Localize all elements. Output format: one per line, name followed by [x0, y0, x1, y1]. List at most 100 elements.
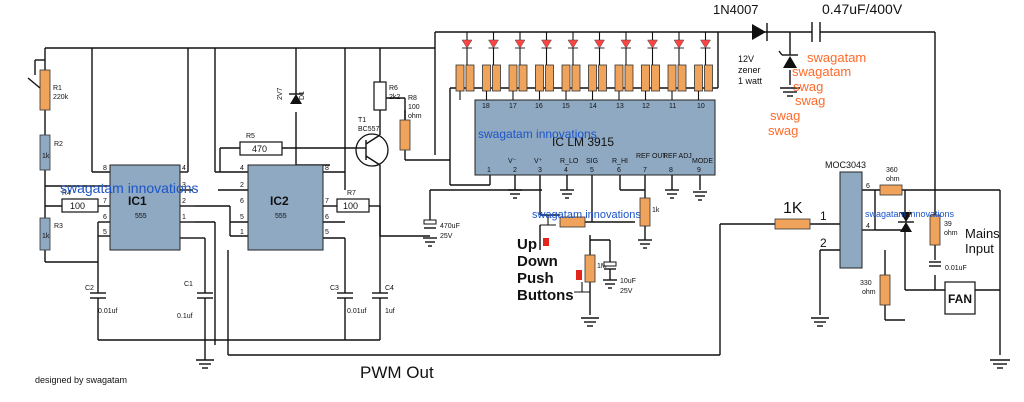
- svg-text:7: 7: [103, 198, 107, 205]
- r6-resistor: [373, 81, 387, 111]
- c1-value: 0.1uf: [177, 313, 193, 320]
- svg-text:4: 4: [182, 165, 186, 172]
- led-resistor: [535, 48, 554, 100]
- led-resistor: [561, 48, 581, 100]
- r8-value: 100: [408, 104, 420, 111]
- zener-12v: [778, 50, 798, 68]
- svg-text:R_HI: R_HI: [612, 158, 628, 165]
- t1-value: BC557: [358, 126, 380, 133]
- r4-label: R4: [62, 190, 71, 197]
- r-39-resistor: [929, 214, 941, 246]
- d1-zener: [289, 80, 303, 104]
- r-1k-resistor: [774, 218, 811, 230]
- svg-text:8: 8: [103, 165, 107, 172]
- svg-text:MODE: MODE: [692, 158, 713, 165]
- watermark-orange-1: swagatam: [807, 50, 866, 65]
- ic1-555: [109, 164, 181, 251]
- svg-text:1: 1: [240, 229, 244, 236]
- watermark-orange-5: swag: [770, 108, 800, 123]
- ic1-sub-label: 555: [135, 213, 147, 220]
- r-39-label: 39: [944, 221, 952, 228]
- svg-text:6: 6: [325, 214, 329, 221]
- c3-value: 0.01uf: [347, 308, 367, 315]
- moc3043-optocoupler: [839, 171, 863, 269]
- cap10-voltage: 25V: [620, 288, 633, 295]
- diode-1n4007: [752, 23, 768, 41]
- svg-text:14: 14: [589, 103, 597, 110]
- r3-label: R3: [54, 223, 63, 230]
- r8-resistor: [399, 119, 411, 151]
- svg-text:3: 3: [538, 167, 542, 174]
- led: [541, 32, 552, 49]
- led: [461, 32, 473, 49]
- r-1k-label: 1K: [783, 200, 803, 217]
- led-resistor-bank: [455, 48, 713, 100]
- r-360-resistor: [879, 184, 903, 196]
- moc-pin-6: 6: [866, 183, 870, 190]
- designed-by-label: designed by swagatam: [35, 375, 127, 385]
- led: [673, 32, 685, 49]
- led: [594, 32, 605, 49]
- lm3915-top-pins: 18 17 16 15 14 13 12 11 10: [482, 103, 705, 110]
- svg-text:6: 6: [617, 167, 621, 174]
- watermark-buttons: swagatam innovations: [532, 209, 641, 221]
- svg-text:5: 5: [240, 214, 244, 221]
- lm3915-bottom-pins: 1 2 3 4 5 6 7 8 9 V⁻ V⁺ R_LO SIG R_HI RE…: [487, 153, 713, 174]
- svg-text:4: 4: [564, 167, 568, 174]
- zener-power: 1 watt: [738, 76, 763, 86]
- svg-text:17: 17: [509, 103, 517, 110]
- c1-label: C1: [184, 281, 193, 288]
- ic3-label: IC LM 3915: [552, 135, 614, 149]
- pot-1m-label: 1M: [597, 263, 607, 270]
- svg-text:5: 5: [103, 229, 107, 236]
- r1-value: 220k: [53, 94, 69, 101]
- led: [488, 32, 499, 49]
- svg-text:R_LO: R_LO: [560, 158, 579, 165]
- led: [700, 32, 711, 49]
- ic-lm3915: [474, 99, 716, 176]
- watermark-orange-4: swag: [795, 93, 825, 108]
- zener-voltage: 12V: [738, 54, 754, 64]
- cap470-voltage: 25V: [440, 233, 453, 240]
- c3-label: C3: [330, 285, 339, 292]
- r4-resistor: [61, 198, 99, 213]
- c2-label: C2: [85, 285, 94, 292]
- cap470-value: 470uF: [440, 223, 460, 230]
- svg-text:11: 11: [669, 103, 676, 110]
- svg-text:13: 13: [616, 103, 624, 110]
- r6-value: 2k2: [389, 94, 400, 101]
- moc-label: MOC3043: [825, 160, 866, 170]
- ic-pin-numbers: 8 7 6 5 4 3 2 1 4 2 6 5 1 8 7 6 5: [103, 165, 329, 236]
- fan-label: FAN: [948, 292, 972, 306]
- watermark-orange-3: swag: [793, 79, 823, 94]
- r3-value: 1k: [42, 233, 50, 240]
- r-330-label: 330: [860, 280, 872, 287]
- t1-label: T1: [358, 117, 366, 124]
- svg-text:3: 3: [182, 182, 186, 189]
- buttons-label-push: Push: [517, 270, 554, 287]
- led-resistor: [614, 48, 634, 100]
- moc-pin-2: 2: [820, 236, 827, 250]
- r8-unit: ohm: [408, 113, 422, 120]
- t1-transistor: [355, 133, 389, 167]
- c4-value: 1uf: [385, 308, 395, 315]
- r-360-unit: ohm: [886, 176, 900, 183]
- led-resistor: [482, 48, 501, 100]
- svg-text:2: 2: [182, 198, 186, 205]
- svg-text:V⁺: V⁺: [534, 158, 543, 165]
- moc-pin-1: 1: [820, 209, 827, 223]
- svg-text:2: 2: [513, 167, 517, 174]
- svg-text:7: 7: [643, 167, 647, 174]
- svg-text:2: 2: [240, 182, 244, 189]
- mains-input-label: Input: [965, 241, 994, 256]
- svg-text:10: 10: [697, 103, 705, 110]
- svg-text:5: 5: [325, 229, 329, 236]
- svg-text:8: 8: [325, 165, 329, 172]
- led-resistor: [667, 48, 687, 100]
- r3-resistor: [39, 217, 51, 251]
- led-bar: [461, 32, 711, 49]
- mains-label: Mains: [965, 226, 1000, 241]
- svg-text:5: 5: [590, 167, 594, 174]
- diode-label: 1N4007: [713, 2, 759, 17]
- ic1-label: IC1: [128, 194, 147, 208]
